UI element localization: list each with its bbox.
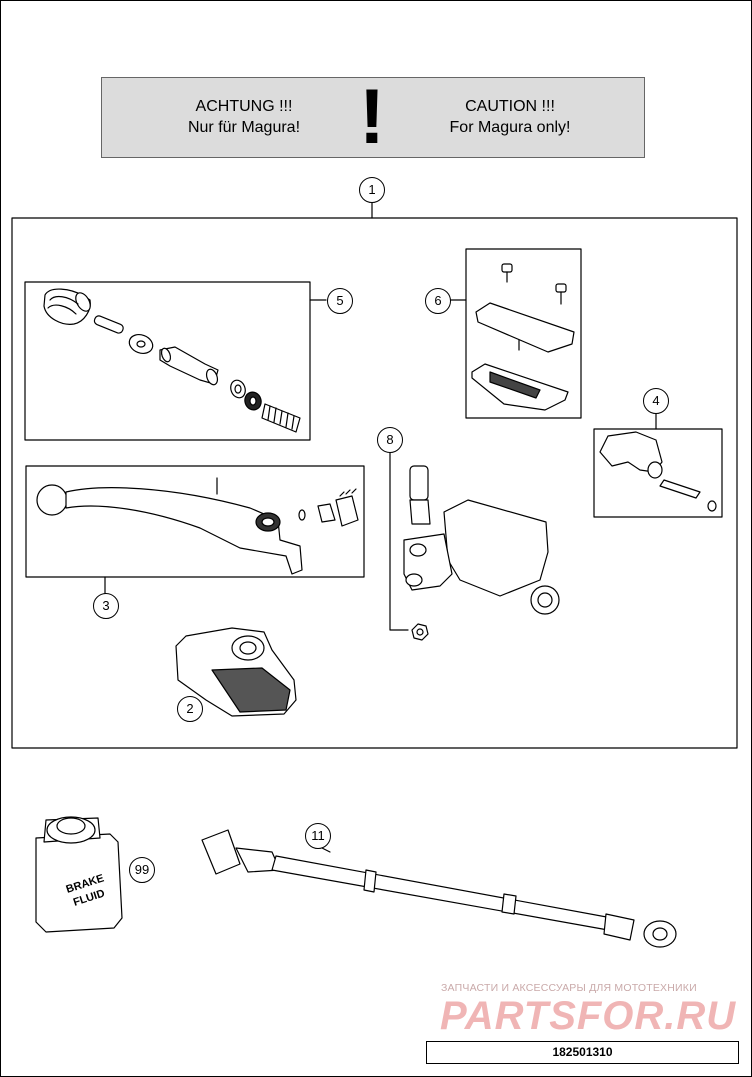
clamp-parts [599, 431, 717, 512]
caution-banner: ACHTUNG !!! Nur für Magura! ! CAUTION !!… [101, 72, 645, 160]
reservoir-cover-parts [471, 263, 575, 411]
assembly-box [11, 217, 738, 749]
warning-english: CAUTION !!! For Magura only! [405, 96, 615, 138]
callout-99: 99 [129, 857, 155, 883]
callout-2: 2 [177, 696, 203, 722]
warning-english-title: CAUTION !!! [465, 98, 555, 115]
master-cylinder-parts [403, 465, 560, 641]
lever-box [25, 465, 365, 578]
exclamation-icon: ! [359, 72, 385, 160]
warning-english-text: For Magura only! [449, 119, 571, 136]
warning-german-text: Nur für Magura! [187, 119, 301, 136]
brake-fluid-bottle [35, 816, 123, 933]
callout-8: 8 [377, 427, 403, 453]
callout-6: 6 [425, 288, 451, 314]
callout-3: 3 [93, 593, 119, 619]
watermark-tagline: ЗАПЧАСТИ И АКСЕССУАРЫ ДЛЯ МОТОТЕХНИКИ [441, 982, 697, 994]
reservoir-cover-box [465, 248, 582, 419]
seal-kit-box [24, 281, 311, 441]
warning-german: ACHTUNG !!! Nur für Magura! [139, 96, 349, 138]
callout-5: 5 [327, 288, 353, 314]
brake-lever-parts [36, 477, 359, 575]
lever-housing-part [175, 627, 297, 717]
brake-hose [201, 829, 677, 948]
watermark-logo: PARTSFOR.RU [440, 994, 737, 1038]
callout-1: 1 [359, 177, 385, 203]
seal-kit-parts [43, 288, 301, 433]
callout-11: 11 [305, 823, 331, 849]
callout-4: 4 [643, 388, 669, 414]
clamp-box [593, 428, 723, 518]
warning-german-title: ACHTUNG !!! [195, 98, 293, 115]
drawing-number: 182501310 [426, 1041, 739, 1064]
